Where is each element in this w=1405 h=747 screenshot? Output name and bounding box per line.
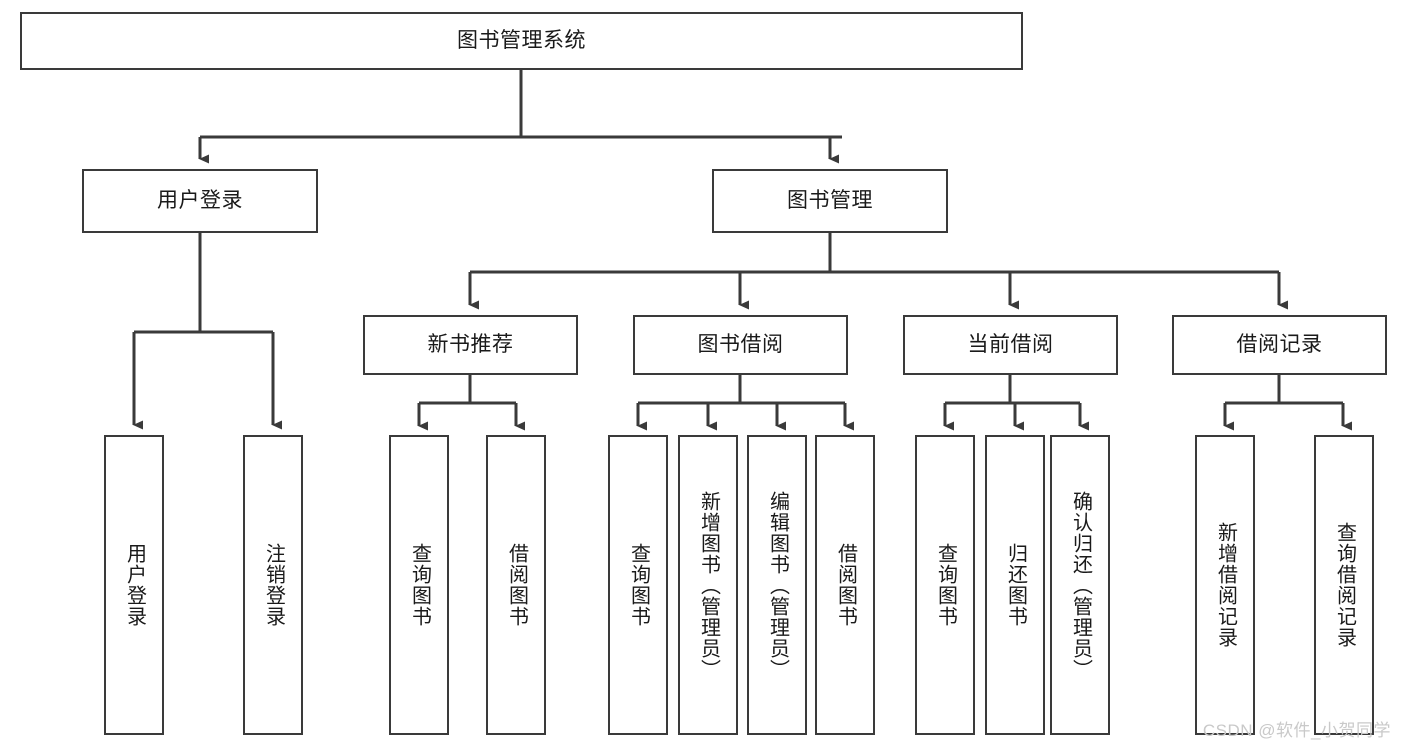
node-leaf-query-record[interactable]: 查询借阅记录 [1314,435,1374,735]
node-leaf-query-book-3-label: 查询图书 [934,543,957,627]
node-book-borrow-label: 图书借阅 [697,333,784,357]
node-borrow-record[interactable]: 借阅记录 [1172,315,1387,375]
node-leaf-user-login[interactable]: 用户登录 [104,435,164,735]
node-leaf-return-book[interactable]: 归还图书 [985,435,1045,735]
node-book-management[interactable]: 图书管理 [712,169,948,233]
node-leaf-query-book-2-label: 查询图书 [627,543,650,627]
node-leaf-logout-label: 注销登录 [262,543,285,627]
connector-edges [132,70,1352,431]
node-leaf-query-record-label: 查询借阅记录 [1333,522,1356,648]
node-root[interactable]: 图书管理系统 [20,12,1023,70]
node-new-book-recommend-label: 新书推荐 [427,333,514,357]
node-leaf-confirm-return[interactable]: 确认归还（管理员） [1050,435,1110,735]
node-user-login-label: 用户登录 [157,189,243,213]
node-leaf-return-book-label: 归还图书 [1004,543,1027,627]
node-current-borrow[interactable]: 当前借阅 [903,315,1118,375]
node-leaf-edit-book[interactable]: 编辑图书（管理员） [747,435,807,735]
node-leaf-add-record-label: 新增借阅记录 [1214,522,1237,648]
node-leaf-query-book-1-label: 查询图书 [408,543,431,627]
node-leaf-confirm-return-label: 确认归还（管理员） [1069,490,1092,680]
node-root-label: 图书管理系统 [457,29,586,53]
node-book-borrow[interactable]: 图书借阅 [633,315,848,375]
node-leaf-add-book-label: 新增图书（管理员） [697,490,720,680]
node-leaf-borrow-book-2[interactable]: 借阅图书 [815,435,875,735]
node-borrow-record-label: 借阅记录 [1236,333,1323,357]
node-leaf-edit-book-label: 编辑图书（管理员） [766,490,789,680]
node-book-management-label: 图书管理 [787,189,873,213]
node-leaf-query-book-2[interactable]: 查询图书 [608,435,668,735]
node-leaf-query-book-3[interactable]: 查询图书 [915,435,975,735]
node-current-borrow-label: 当前借阅 [967,333,1054,357]
node-user-login[interactable]: 用户登录 [82,169,318,233]
node-leaf-borrow-book-2-label: 借阅图书 [834,543,857,627]
node-leaf-query-book-1[interactable]: 查询图书 [389,435,449,735]
node-leaf-borrow-book-1[interactable]: 借阅图书 [486,435,546,735]
node-leaf-add-book[interactable]: 新增图书（管理员） [678,435,738,735]
node-new-book-recommend[interactable]: 新书推荐 [363,315,578,375]
node-leaf-user-login-label: 用户登录 [123,543,146,627]
node-leaf-borrow-book-1-label: 借阅图书 [505,543,528,627]
node-leaf-logout[interactable]: 注销登录 [243,435,303,735]
node-leaf-add-record[interactable]: 新增借阅记录 [1195,435,1255,735]
